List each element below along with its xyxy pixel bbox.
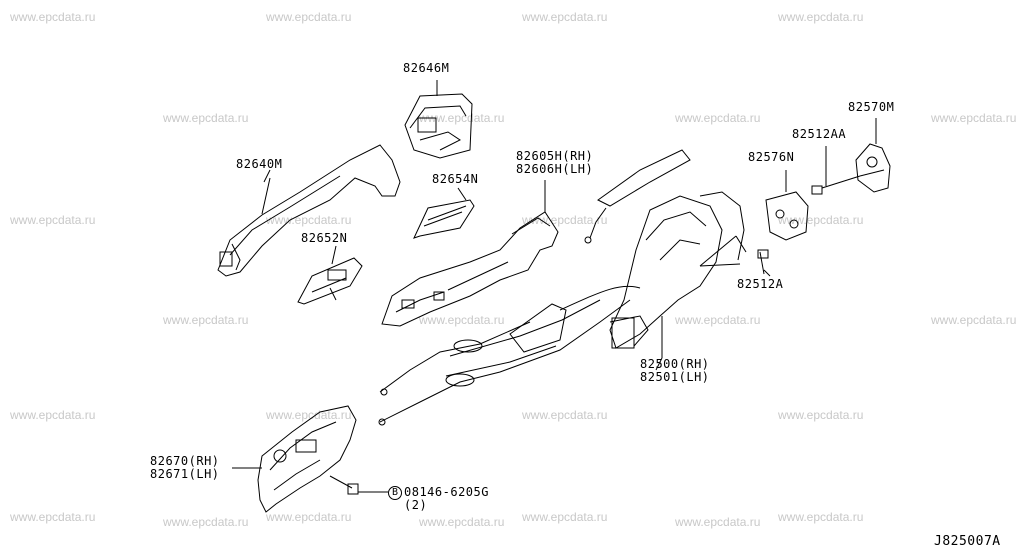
gasket-82652N bbox=[297, 257, 363, 305]
label-82500: 82500(RH) bbox=[640, 357, 710, 371]
watermark-text: www.epcdata.ru bbox=[931, 111, 1017, 125]
label-82512AA: 82512AA bbox=[792, 127, 847, 141]
watermark-text: www.epcdata.ru bbox=[778, 10, 864, 24]
label-82640M: 82640M bbox=[236, 157, 283, 171]
label-bolt-qty: (2) bbox=[404, 498, 428, 512]
watermark-text: www.epcdata.ru bbox=[10, 408, 96, 422]
watermark-text: www.epcdata.ru bbox=[522, 213, 608, 227]
watermark-text: www.epcdata.ru bbox=[10, 213, 96, 227]
watermark-text: www.epcdata.ru bbox=[522, 408, 608, 422]
watermark-text: www.epcdata.ru bbox=[266, 213, 352, 227]
label-82512A: 82512A bbox=[737, 277, 784, 291]
watermark-text: www.epcdata.ru bbox=[778, 510, 864, 524]
watermark-text: www.epcdata.ru bbox=[163, 313, 249, 327]
watermark-text: www.epcdata.ru bbox=[675, 515, 761, 529]
screw-82512A bbox=[757, 249, 769, 275]
handle-cover-82646M bbox=[404, 80, 473, 159]
watermark-text: www.epcdata.ru bbox=[675, 313, 761, 327]
watermark-text: www.epcdata.ru bbox=[266, 408, 352, 422]
outside-handle-82640M bbox=[217, 144, 401, 277]
watermark-text: www.epcdata.ru bbox=[10, 510, 96, 524]
watermark-text: www.epcdata.ru bbox=[10, 10, 96, 24]
inside-handle-82670 bbox=[232, 405, 357, 513]
watermark-text: www.epcdata.ru bbox=[778, 213, 864, 227]
label-82501: 82501(LH) bbox=[640, 370, 710, 384]
watermark-text: www.epcdata.ru bbox=[419, 111, 505, 125]
label-82670: 82670(RH) bbox=[150, 454, 220, 468]
label-82646M: 82646M bbox=[403, 61, 450, 75]
label-82652N: 82652N bbox=[301, 231, 348, 245]
watermark-text: www.epcdata.ru bbox=[163, 515, 249, 529]
plate-82576N bbox=[765, 170, 809, 241]
label-82570M: 82570M bbox=[848, 100, 895, 114]
label-82654N: 82654N bbox=[432, 172, 479, 186]
bolt-08146 bbox=[329, 475, 388, 495]
bolt-marker-icon: B bbox=[388, 486, 402, 500]
watermark-text: www.epcdata.ru bbox=[522, 510, 608, 524]
cables bbox=[378, 149, 691, 426]
watermark-text: www.epcdata.ru bbox=[266, 510, 352, 524]
watermark-text: www.epcdata.ru bbox=[266, 10, 352, 24]
lock-assembly-82500 bbox=[609, 191, 747, 358]
screw-82512AA bbox=[811, 146, 861, 195]
bracket-82605H bbox=[381, 180, 559, 327]
gasket-82654N bbox=[413, 187, 475, 239]
watermark-text: www.epcdata.ru bbox=[419, 515, 505, 529]
label-82576N: 82576N bbox=[748, 150, 795, 164]
diagram-code: J825007A bbox=[934, 534, 1001, 549]
watermark-text: www.epcdata.ru bbox=[931, 313, 1017, 327]
watermark-text: www.epcdata.ru bbox=[419, 313, 505, 327]
label-82671: 82671(LH) bbox=[150, 467, 220, 481]
leader-lines bbox=[261, 177, 771, 371]
watermark-text: www.epcdata.ru bbox=[522, 10, 608, 24]
striker-82570M bbox=[855, 118, 891, 193]
label-82606H: 82606H(LH) bbox=[516, 162, 594, 176]
watermark-text: www.epcdata.ru bbox=[163, 111, 249, 125]
label-82605H: 82605H(RH) bbox=[516, 149, 594, 163]
watermark-text: www.epcdata.ru bbox=[778, 408, 864, 422]
label-bolt-part: 08146-6205G bbox=[404, 485, 489, 499]
watermark-text: www.epcdata.ru bbox=[675, 111, 761, 125]
